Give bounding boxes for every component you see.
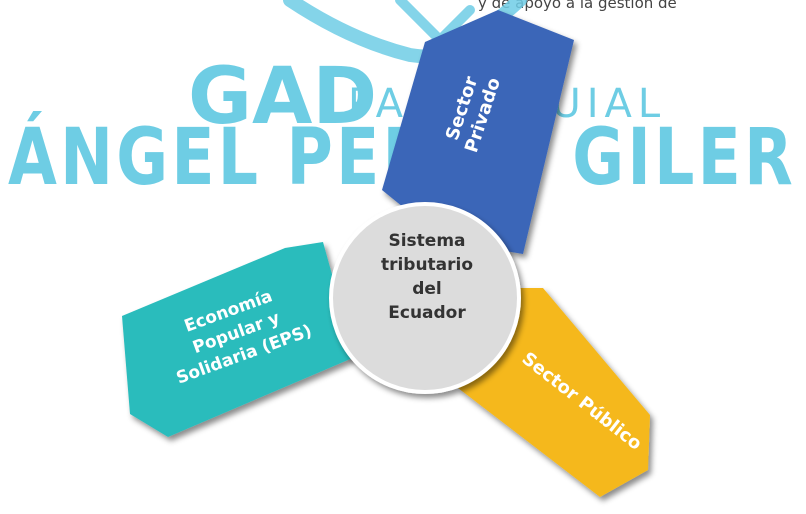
watermark-gad-text: GAD <box>188 52 377 142</box>
arm-sector-privado <box>382 10 574 254</box>
top-text-fragment: y de apoyo a la gestión de <box>478 0 677 12</box>
hub-line3: del <box>412 279 442 299</box>
hub <box>329 202 521 394</box>
arm-eps-shape <box>122 242 355 437</box>
arm-eps <box>122 242 355 437</box>
hub-line1: Sistema <box>388 231 465 251</box>
arm-sector-privado-shape <box>382 10 574 254</box>
hub-label: Sistema tributario del Ecuador <box>381 231 473 323</box>
hub-circle <box>329 202 521 394</box>
hub-line4: Ecuador <box>388 303 466 323</box>
hub-line2: tributario <box>381 255 473 275</box>
